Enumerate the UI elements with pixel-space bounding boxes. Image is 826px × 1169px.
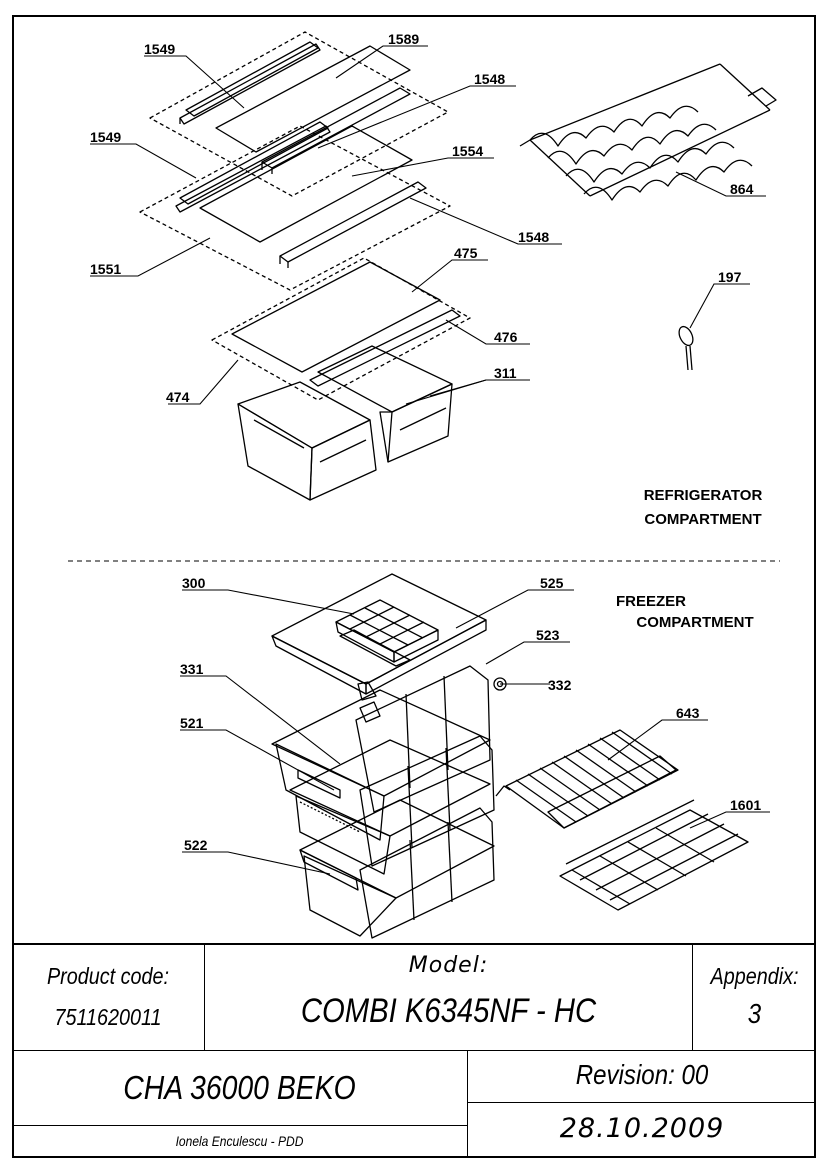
- label-311: 311: [494, 365, 517, 381]
- crisper-cover-474: [211, 257, 471, 401]
- crisper-trim-476: [309, 309, 461, 387]
- label-522: 522: [184, 837, 208, 853]
- shelf-trim-1549-lower: [175, 121, 331, 213]
- model-cell: Model: COMBI K6345NF - HC: [205, 943, 693, 1050]
- section-refrigerator-line1: REFRIGERATOR: [644, 487, 763, 504]
- ice-cube-tray-300: [335, 599, 439, 667]
- label-1549-upper: 1549: [144, 41, 175, 57]
- freezer-drawer-middle: [289, 735, 495, 875]
- title-block: Product code: 7511620011 Model: COMBI K6…: [12, 943, 816, 1158]
- label-1549-lower: 1549: [90, 129, 121, 145]
- author-value: Ionela Enculescu - PDD: [175, 1133, 304, 1149]
- model-label: Model:: [408, 953, 489, 978]
- label-300: 300: [182, 575, 206, 591]
- revision-cell: Revision: 00: [468, 1050, 816, 1102]
- label-197: 197: [718, 269, 742, 285]
- label-1601: 1601: [730, 797, 761, 813]
- product-code-label: Product code:: [46, 963, 170, 989]
- chassis-cell: CHA 36000 BEKO: [12, 1050, 468, 1125]
- label-475: 475: [454, 245, 478, 261]
- shelf-1589-glass: [149, 31, 449, 197]
- wine-rack-864: [519, 63, 777, 201]
- appendix-value: 3: [747, 998, 762, 1029]
- label-864: 864: [730, 181, 754, 197]
- shelf-trim-1548-lower: [279, 181, 427, 268]
- label-523: 523: [536, 627, 560, 643]
- label-521: 521: [180, 715, 204, 731]
- product-code-cell: Product code: 7511620011: [12, 943, 205, 1050]
- section-refrigerator-line2: COMPARTMENT: [644, 511, 761, 528]
- freezer-drawer-top: [271, 665, 491, 841]
- author-cell: Ionela Enculescu - PDD: [12, 1125, 468, 1156]
- model-value: COMBI K6345NF - HC: [300, 992, 597, 1030]
- label-1548-lower: 1548: [518, 229, 549, 245]
- date-value: 28.10.2009: [559, 1113, 725, 1144]
- revision-value: Revision: 00: [575, 1059, 709, 1090]
- appendix-label: Appendix:: [710, 963, 799, 989]
- shelf-trim-1549-upper: [179, 41, 321, 125]
- label-476: 476: [494, 329, 518, 345]
- label-332: 332: [548, 677, 572, 693]
- appendix-cell: Appendix: 3: [693, 943, 816, 1050]
- label-331: 331: [180, 661, 204, 677]
- crisper-glass-475: [231, 261, 441, 373]
- label-1551: 1551: [90, 261, 121, 277]
- exploded-parts-drawing: 1549 1589 1548 1549 1554 1548 1551 475 4…: [68, 31, 780, 939]
- crisper-drawer-right: [317, 345, 453, 463]
- shelf-1554-glass: [199, 125, 413, 243]
- label-1548-upper: 1548: [474, 71, 505, 87]
- section-freezer-line2: COMPARTMENT: [636, 614, 753, 631]
- date-cell: 28.10.2009: [468, 1102, 816, 1156]
- label-1589: 1589: [388, 31, 419, 47]
- label-474: 474: [166, 389, 190, 405]
- section-freezer-line1: FREEZER: [616, 593, 686, 610]
- label-643: 643: [676, 705, 700, 721]
- crisper-drawer-left: [237, 381, 377, 501]
- wire-shelf-643: [495, 729, 679, 829]
- shelf-trim-1548-upper: [261, 87, 411, 174]
- freezer-drawer-bottom-522: [299, 799, 495, 939]
- wire-shelf-1601: [559, 799, 749, 911]
- label-1554: 1554: [452, 143, 483, 159]
- leader-lines: [90, 45, 770, 875]
- ice-tray-shelf-525: [271, 573, 487, 701]
- drawing-sheet-border: [12, 15, 816, 1158]
- clip-197: [678, 325, 694, 371]
- part-labels: 1549 1589 1548 1549 1554 1548 1551 475 4…: [90, 31, 761, 853]
- shelf-1551-frame: [139, 125, 451, 291]
- product-code-value: 7511620011: [54, 1004, 162, 1030]
- label-525: 525: [540, 575, 564, 591]
- chassis-value: CHA 36000 BEKO: [123, 1069, 356, 1106]
